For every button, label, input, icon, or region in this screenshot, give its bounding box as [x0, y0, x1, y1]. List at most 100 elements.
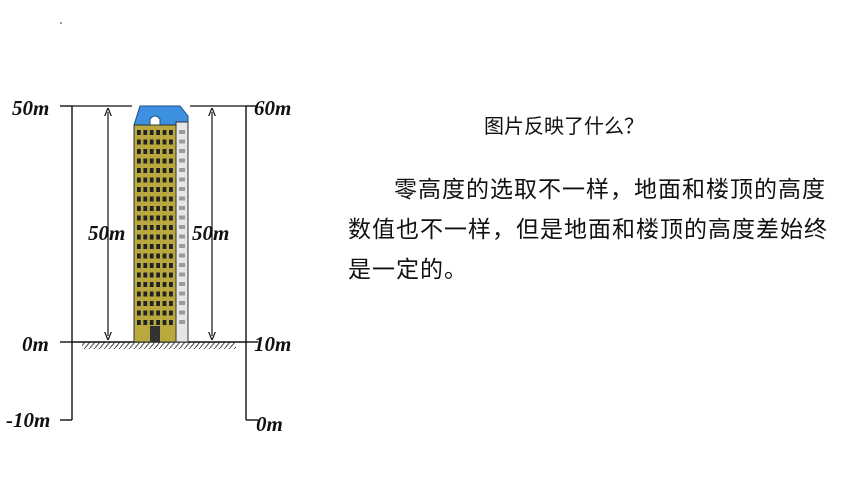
- window: [169, 310, 173, 316]
- window: [156, 301, 160, 306]
- window: [143, 263, 148, 268]
- window: [169, 177, 173, 183]
- window: [149, 234, 154, 240]
- window: [149, 130, 154, 135]
- window: [156, 177, 160, 183]
- window: [162, 206, 167, 211]
- side-window: [179, 158, 185, 163]
- roof-window: [149, 115, 161, 126]
- side-window: [179, 282, 185, 286]
- window: [162, 320, 167, 325]
- window: [137, 263, 141, 268]
- window: [169, 206, 173, 211]
- window: [149, 253, 154, 259]
- left-top-label: 50m: [12, 96, 49, 120]
- window: [162, 168, 167, 173]
- window: [137, 234, 141, 240]
- window: [162, 225, 167, 230]
- window: [149, 310, 154, 316]
- window: [156, 263, 160, 268]
- window: [149, 244, 154, 249]
- window: [137, 253, 141, 259]
- window: [149, 301, 154, 306]
- window: [143, 301, 148, 306]
- side-window: [179, 301, 185, 305]
- window: [162, 234, 167, 240]
- window: [156, 282, 160, 287]
- building-windows: [137, 130, 173, 325]
- window: [149, 291, 154, 297]
- window: [137, 149, 141, 154]
- window: [149, 272, 154, 278]
- window: [137, 158, 141, 164]
- window: [149, 149, 154, 154]
- window: [169, 225, 173, 230]
- window: [149, 206, 154, 211]
- window: [156, 168, 160, 173]
- side-window: [179, 225, 185, 229]
- building-front: [133, 124, 177, 343]
- window: [143, 196, 148, 202]
- side-window: [179, 168, 185, 172]
- right-height-label: 50m: [192, 221, 229, 245]
- window: [162, 130, 167, 135]
- window: [149, 168, 154, 173]
- window: [143, 139, 148, 145]
- window: [137, 139, 141, 145]
- side-window: [179, 272, 185, 277]
- window: [156, 272, 160, 278]
- window: [169, 282, 173, 287]
- question-text: 图片反映了什么？: [484, 114, 644, 138]
- window: [149, 282, 154, 287]
- side-window: [179, 263, 185, 267]
- window: [143, 282, 148, 287]
- window: [169, 234, 173, 240]
- side-window: [179, 310, 185, 315]
- window: [156, 244, 160, 249]
- left-height-label: 50m: [88, 221, 125, 245]
- side-window: [179, 187, 185, 191]
- window: [143, 187, 148, 192]
- window: [169, 263, 173, 268]
- window: [156, 215, 160, 221]
- ground-hatch: [82, 342, 236, 349]
- side-window: [179, 253, 185, 258]
- window: [162, 253, 167, 259]
- window: [149, 320, 154, 325]
- window: [169, 139, 173, 145]
- right-bottom-label: 0m: [256, 412, 283, 436]
- window: [162, 291, 167, 297]
- window: [169, 187, 173, 192]
- window: [137, 320, 141, 325]
- window: [149, 225, 154, 230]
- window: [137, 177, 141, 183]
- window: [149, 139, 154, 145]
- window: [143, 149, 148, 154]
- window: [137, 225, 141, 230]
- window: [143, 291, 148, 297]
- stray-dot: [60, 22, 62, 24]
- window: [149, 187, 154, 192]
- window: [156, 206, 160, 211]
- window: [162, 272, 167, 278]
- side-window: [179, 177, 185, 182]
- side-window: [179, 244, 185, 248]
- side-window: [179, 149, 185, 153]
- window: [169, 168, 173, 173]
- window: [137, 291, 141, 297]
- window: [143, 158, 148, 164]
- window: [162, 282, 167, 287]
- window: [143, 215, 148, 221]
- window: [137, 301, 141, 306]
- window: [162, 158, 167, 164]
- window: [169, 320, 173, 325]
- window: [149, 177, 154, 183]
- window: [169, 215, 173, 221]
- side-window: [179, 130, 185, 134]
- building-side: [175, 121, 189, 343]
- window: [169, 301, 173, 306]
- window: [169, 272, 173, 278]
- window: [162, 263, 167, 268]
- window: [137, 196, 141, 202]
- window: [156, 187, 160, 192]
